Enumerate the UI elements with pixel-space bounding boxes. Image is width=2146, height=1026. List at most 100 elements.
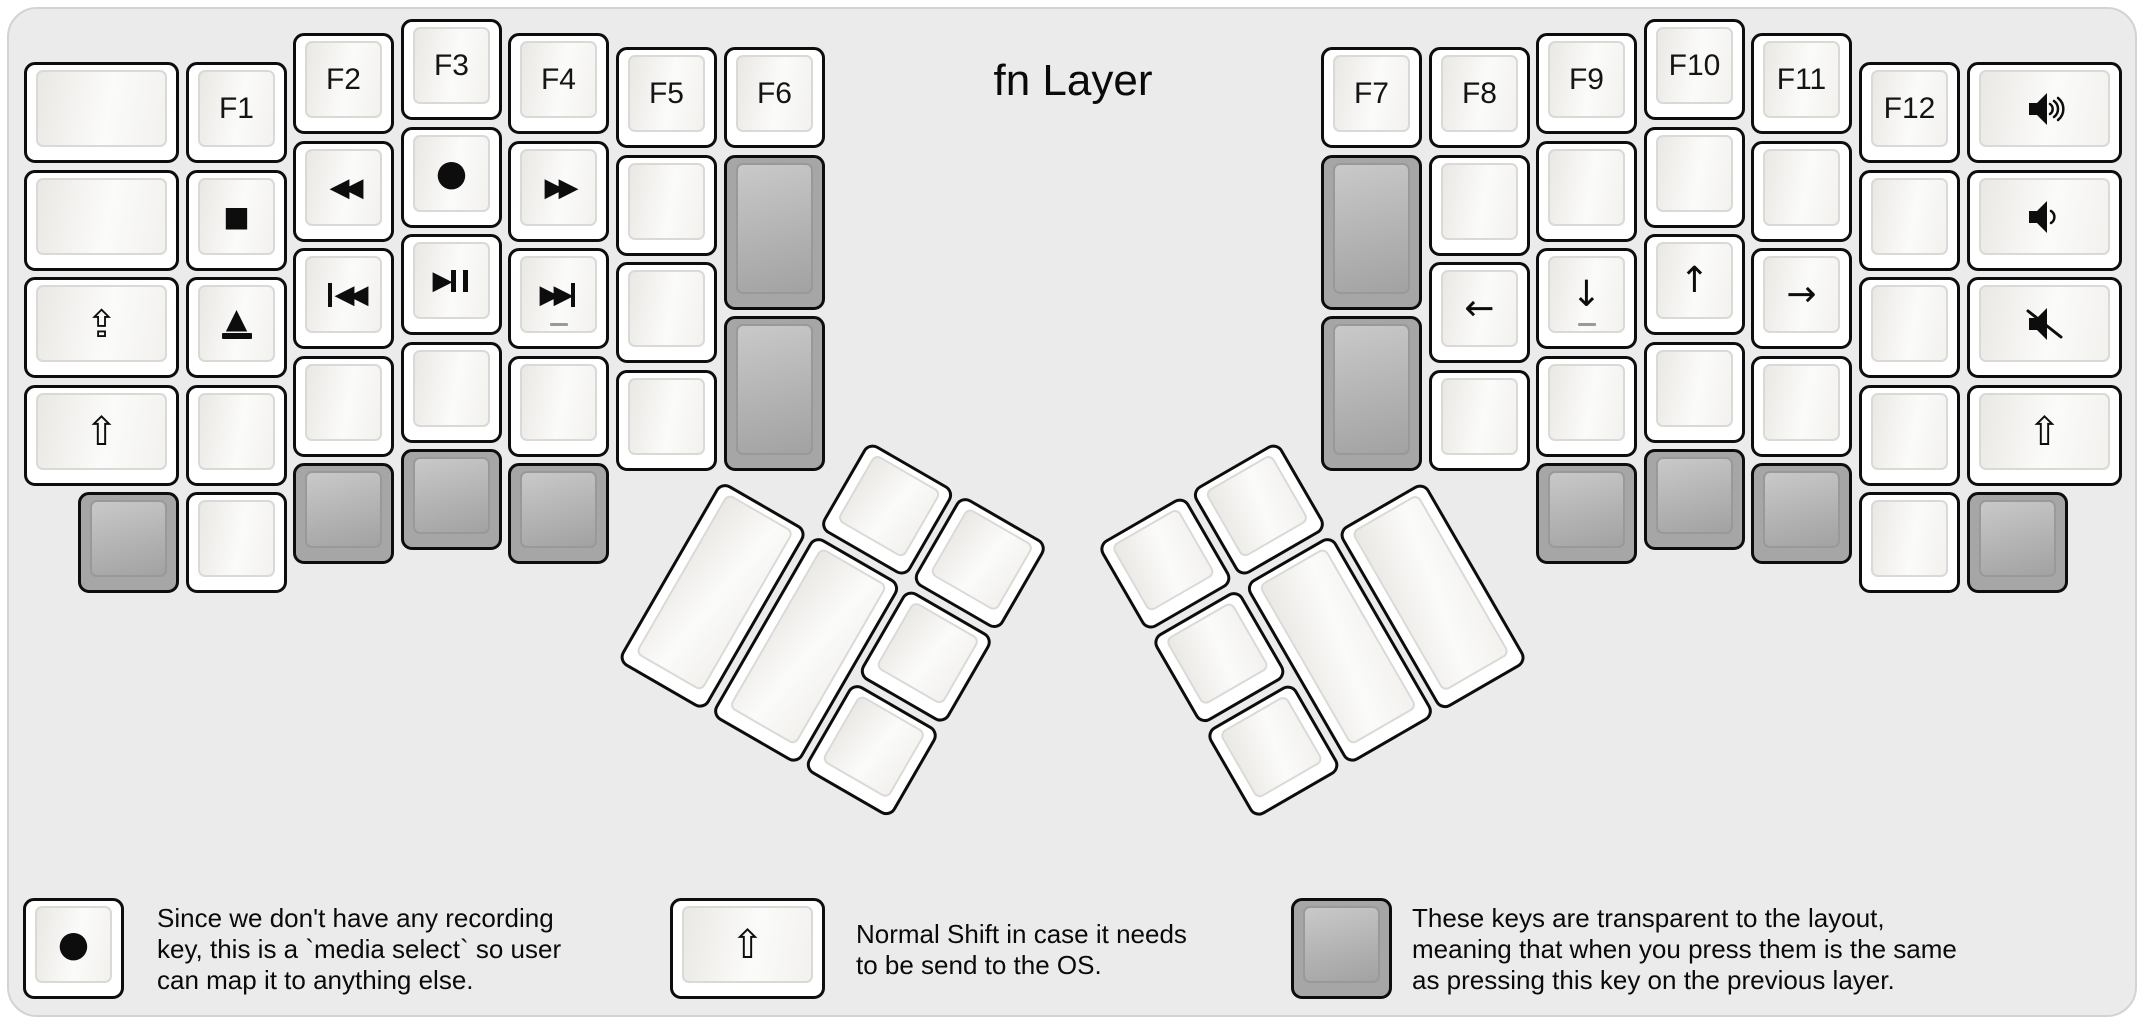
key-blank[interactable] [1536,141,1637,242]
key-label: F3 [433,48,469,82]
key-blank[interactable] [1429,155,1530,256]
key-next[interactable]: ▶▶ [508,248,609,349]
key-f2[interactable]: F2 [293,33,394,134]
key-arrow-up[interactable]: ↑ [1644,234,1745,335]
previous-track-icon: ◀◀ [325,280,369,310]
keycap-face: ● [35,906,112,983]
key-stop[interactable]: ■ [186,170,287,271]
play-pause-icon: ▶ [433,266,471,296]
keycap-face [1164,601,1270,707]
key-capslock[interactable]: ⇪ [24,277,179,378]
fast-forward-icon: ▶▶ [544,172,579,203]
keycap-face: F3 [413,27,490,104]
key-volup[interactable] [1967,62,2122,163]
key-blank[interactable] [616,262,717,363]
keycap-face [1979,178,2110,255]
key-transparent[interactable] [724,155,825,310]
keycap-face: ▶▶ [520,149,597,226]
keycap-face [1333,163,1410,294]
key-f4[interactable]: F4 [508,33,609,134]
key-prev[interactable]: ◀◀ [293,248,394,349]
key-blank[interactable] [1429,370,1530,471]
key-blank[interactable] [1644,342,1745,443]
key-f1[interactable]: F1 [186,62,287,163]
key-voldown[interactable] [1967,170,2122,271]
key-blank[interactable] [24,170,179,271]
key-transparent[interactable] [78,492,179,593]
key-blank[interactable] [186,385,287,486]
keycap-face: ● [413,135,490,212]
key-f7[interactable]: F7 [1321,47,1422,148]
key-blank[interactable] [24,62,179,163]
key-blank[interactable] [508,356,609,457]
keycap-face [836,453,942,559]
legend-line: as pressing this key on the previous lay… [1412,965,1895,995]
key-f8[interactable]: F8 [1429,47,1530,148]
key-shift[interactable]: ⇧ [1967,385,2122,486]
key-transparent[interactable] [401,449,502,550]
keycap-face [1218,694,1324,800]
keycap-face [520,471,597,548]
keycap-face [736,163,813,294]
key-f10[interactable]: F10 [1644,19,1745,120]
rewind-icon: ◀◀ [329,172,364,203]
keycap-face [1441,378,1518,455]
key-blank[interactable] [1751,356,1852,457]
key-label: F6 [756,76,792,110]
keycap-face [1548,471,1625,548]
key-arrow-right[interactable]: → [1751,248,1852,349]
key-f12[interactable]: F12 [1859,62,1960,163]
legend-transparent-key [1291,898,1392,999]
key-blank[interactable] [1644,127,1745,228]
keycap-face: ⇧ [682,906,813,983]
key-ff[interactable]: ▶▶ [508,141,609,242]
legend-text-shift: Normal Shift in case it needs to be send… [856,919,1336,981]
key-transparent[interactable] [1644,449,1745,550]
key-blank[interactable] [1859,385,1960,486]
key-mute[interactable] [1967,277,2122,378]
key-arrow-down[interactable]: ↓ [1536,248,1637,349]
keycap-face: F4 [520,41,597,118]
key-transparent[interactable] [293,463,394,564]
key-blank[interactable] [293,356,394,457]
key-f5[interactable]: F5 [616,47,717,148]
key-blank[interactable] [616,370,717,471]
key-blank[interactable] [1751,141,1852,242]
legend-line: Normal Shift in case it needs [856,919,1187,949]
key-label: F10 [1668,48,1721,82]
key-playpause[interactable]: ▶ [401,234,502,335]
key-f9[interactable]: F9 [1536,33,1637,134]
key-blank[interactable] [1536,356,1637,457]
keycap-face: F1 [198,70,275,147]
key-transparent[interactable] [1321,316,1422,471]
key-blank[interactable] [1859,277,1960,378]
page-title: fn Layer [993,56,1153,105]
keycap-face [198,500,275,577]
key-arrow-left[interactable]: ← [1429,262,1530,363]
keycap-face: ⇪ [36,285,167,362]
key-transparent[interactable] [1321,155,1422,310]
key-transparent[interactable] [724,316,825,471]
key-transparent[interactable] [1536,463,1637,564]
key-shift[interactable]: ⇧ [24,385,179,486]
keycap-face [821,694,927,800]
key-f6[interactable]: F6 [724,47,825,148]
key-blank[interactable] [186,492,287,593]
key-blank[interactable] [401,342,502,443]
key-f11[interactable]: F11 [1751,33,1852,134]
key-transparent[interactable] [1751,463,1852,564]
key-transparent[interactable] [1967,492,2068,593]
keycap-face [1548,364,1625,441]
key-f3[interactable]: F3 [401,19,502,120]
keycap-face [1333,324,1410,455]
key-blank[interactable] [616,155,717,256]
shift-icon: ⇧ [2027,408,2062,455]
key-label: F12 [1883,91,1936,125]
key-blank[interactable] [1859,170,1960,271]
keycap-face: ▶▶ [520,256,597,333]
key-record[interactable]: ● [401,127,502,228]
key-blank[interactable] [1859,492,1960,593]
key-transparent[interactable] [508,463,609,564]
key-eject[interactable]: ▲ [186,277,287,378]
key-rewind[interactable]: ◀◀ [293,141,394,242]
